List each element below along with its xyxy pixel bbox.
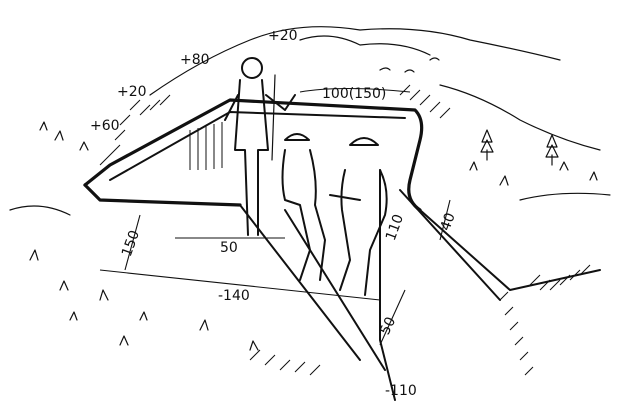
label-dim-150: 150 (119, 228, 143, 259)
label-height-110: 110 (383, 212, 407, 243)
label-plus-20-top: +20 (268, 28, 298, 44)
seated-soldier-right (329, 137, 388, 296)
trench-walls (83, 98, 601, 401)
label-width-100-150: 100(150) (322, 86, 386, 102)
dimension-lines (99, 87, 451, 346)
label-depth-40: 40 (438, 211, 459, 233)
label-minus-140: -140 (218, 288, 250, 304)
label-plus-80: +80 (180, 52, 210, 68)
label-dim-50-right: 50 (377, 315, 399, 338)
label-minus-110: -110 (385, 383, 417, 399)
standing-soldier (224, 57, 296, 236)
seated-soldier-left (281, 133, 326, 281)
label-plus-20-left: +20 (117, 84, 147, 100)
terrain (9, 26, 611, 351)
label-dim-50-left: 50 (220, 240, 238, 256)
parapet-hatching (99, 84, 591, 376)
label-plus-60: +60 (90, 118, 120, 134)
